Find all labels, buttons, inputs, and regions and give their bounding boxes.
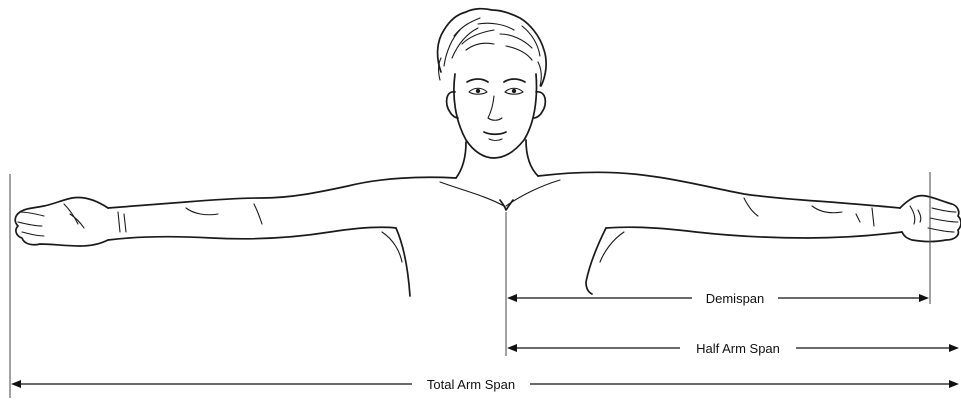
nose (488, 96, 502, 120)
half-arm-span-arrow-left (507, 344, 517, 352)
half-arm-span-arrow-right (949, 344, 959, 352)
right-eye (505, 88, 523, 94)
right-arm-bottom (606, 227, 902, 238)
total-arm-span-dimension: Total Arm Span (11, 374, 959, 392)
left-eyebrow (467, 79, 488, 82)
demispan-arrow-left (507, 294, 517, 302)
left-hand (15, 197, 108, 246)
left-eye (469, 88, 487, 94)
guide-lines (10, 172, 930, 398)
total-arm-span-arrow-right (949, 380, 959, 388)
left-arm-top (108, 177, 456, 208)
demispan-arrow-right (919, 294, 929, 302)
demispan-label: Demispan (706, 291, 765, 306)
right-arm-top (538, 172, 900, 208)
torso-left (396, 228, 410, 296)
neck-right (526, 140, 538, 176)
demispan-dimension: Demispan (507, 288, 929, 306)
half-arm-span-label: Half Arm Span (696, 341, 780, 356)
left-arm-bottom (108, 227, 396, 240)
total-arm-span-arrow-left (11, 380, 21, 388)
half-arm-span-dimension: Half Arm Span (507, 338, 959, 356)
right-eyebrow (504, 79, 525, 82)
total-arm-span-label: Total Arm Span (427, 377, 515, 392)
mouth (484, 132, 506, 134)
hair (438, 9, 547, 86)
torso-right (586, 228, 606, 294)
neck-left (456, 142, 466, 178)
human-figure (15, 9, 961, 296)
